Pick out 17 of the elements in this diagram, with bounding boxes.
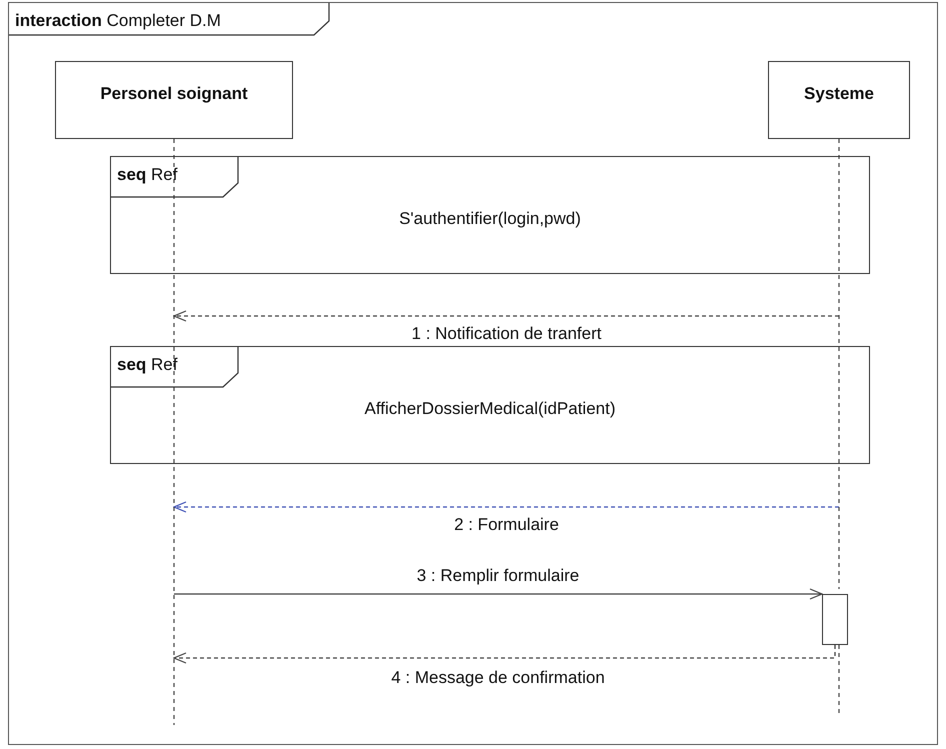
message-arrow [173, 501, 839, 513]
fragment-title: seq Ref [117, 355, 178, 375]
fragment-text: AfficherDossierMedical(idPatient) [363, 399, 616, 419]
fragment-title: seq Ref [117, 165, 178, 185]
fragment-title: interaction Completer D.M [15, 11, 221, 31]
fragment-box [110, 156, 870, 274]
lifeline-head: Personel soignant [55, 61, 293, 139]
message-arrow [173, 645, 836, 664]
message-arrow [174, 588, 823, 600]
fragment-text: S'authentifier(login,pwd) [398, 209, 582, 229]
lifeline-head: Systeme [768, 61, 910, 139]
interaction-frame [8, 2, 938, 745]
message-arrow [173, 310, 839, 322]
fragment-box [110, 346, 870, 464]
edge-label: 4 : Message de confirmation [389, 668, 607, 688]
edge-label: 3 : Remplir formulaire [414, 566, 582, 586]
activation-bar [822, 594, 848, 645]
